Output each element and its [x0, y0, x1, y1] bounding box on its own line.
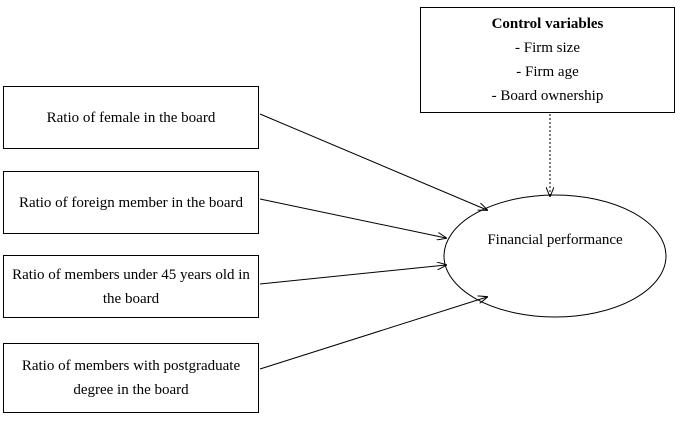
- arrow-under45-to-outcome: [259, 265, 446, 285]
- predictor-label: Ratio of members with postgraduate degre…: [21, 358, 241, 398]
- predictor-box-postgraduate: Ratio of members with postgraduate degre…: [3, 343, 259, 413]
- outcome-label: Financial performance: [487, 232, 623, 248]
- arrow-female-to-outcome: [259, 113, 487, 210]
- control-variables-box: Control variables - Firm size - Firm age…: [420, 7, 675, 113]
- control-item: - Board ownership: [491, 88, 604, 104]
- arrow-foreign-to-outcome: [259, 198, 446, 238]
- arrow-postgrad-to-outcome: [259, 297, 487, 370]
- control-item: - Firm age: [516, 64, 579, 80]
- predictor-label: Ratio of female in the board: [46, 109, 216, 126]
- predictor-box-foreign: Ratio of foreign member in the board: [3, 171, 259, 234]
- predictor-box-under45: Ratio of members under 45 years old in t…: [3, 255, 259, 318]
- predictor-box-female: Ratio of female in the board: [3, 86, 259, 149]
- predictor-label: Ratio of members under 45 years old in t…: [12, 266, 250, 307]
- outcome-ellipse: [443, 194, 667, 318]
- control-item: - Firm size: [515, 40, 580, 56]
- predictor-label: Ratio of foreign member in the board: [18, 194, 244, 211]
- control-variables-title: Control variables: [491, 16, 604, 32]
